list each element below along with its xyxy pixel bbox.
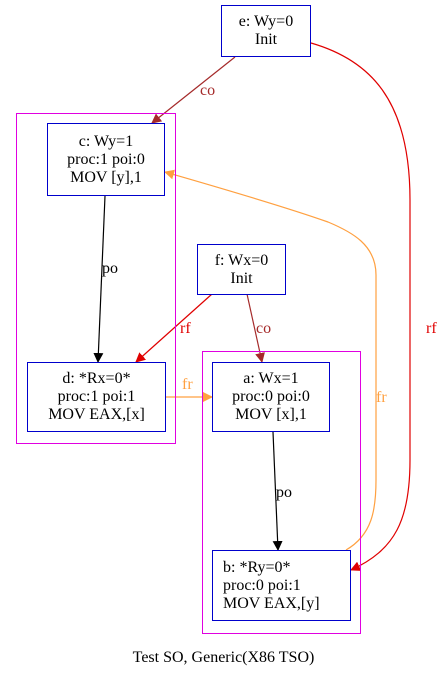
edge-label-f-d: rf xyxy=(180,320,191,337)
edge-label-a-b: po xyxy=(276,484,292,501)
node-a: a: Wx=1 proc:0 poi:0 MOV [x],1 xyxy=(212,362,330,432)
node-e: e: Wy=0 Init xyxy=(221,5,311,57)
node-c-line-3: MOV [y],1 xyxy=(70,168,142,186)
node-c: c: Wy=1 proc:1 poi:0 MOV [y],1 xyxy=(47,123,165,196)
cluster-proc-0 xyxy=(202,351,361,634)
edge-b-c-fr xyxy=(164,169,377,551)
edge-a-b-po xyxy=(272,431,283,551)
node-a-line-2: proc:0 poi:0 xyxy=(232,388,310,405)
edge-label-e-b: rf xyxy=(426,320,437,337)
edge-e-b-rf xyxy=(310,42,411,571)
node-c-line-1: c: Wy=1 xyxy=(78,132,134,150)
node-f-line-2: Init xyxy=(230,269,253,287)
node-d: d: *Rx=0* proc:1 poi:1 MOV EAX,[x] xyxy=(27,362,166,432)
edge-label-e-c: co xyxy=(200,82,215,99)
edge-f-a-co xyxy=(246,293,265,363)
node-e-line-1: e: Wy=0 xyxy=(238,13,294,30)
node-b-line-2: proc:0 poi:1 xyxy=(223,576,301,594)
node-b-line-1: b: *Ry=0* xyxy=(223,558,291,576)
node-d-line-1: d: *Rx=0* xyxy=(62,370,131,387)
edge-c-d-po xyxy=(93,195,106,363)
node-d-line-3: MOV EAX,[x] xyxy=(48,406,145,423)
node-b-line-3: MOV EAX,[y] xyxy=(223,594,320,612)
edge-e-c-co xyxy=(151,56,236,124)
node-b: b: *Ry=0* proc:0 poi:1 MOV EAX,[y] xyxy=(212,550,351,621)
edge-f-d-rf xyxy=(135,293,213,363)
diagram-caption: Test SO, Generic(X86 TSO) xyxy=(132,649,315,666)
edge-label-f-a: co xyxy=(256,320,271,337)
node-d-line-2: proc:1 poi:1 xyxy=(57,388,136,405)
node-a-line-3: MOV [x],1 xyxy=(235,406,307,423)
edge-label-b-c: fr xyxy=(376,389,387,406)
node-f: f: Wx=0 Init xyxy=(197,244,286,295)
edge-label-c-d: po xyxy=(102,260,118,277)
node-e-line-2: Init xyxy=(254,31,278,48)
cluster-proc-1 xyxy=(16,113,176,444)
node-f-line-1: f: Wx=0 xyxy=(214,251,269,269)
node-a-line-1: a: Wx=1 xyxy=(243,370,299,387)
edge-label-d-a: fr xyxy=(182,376,193,393)
node-c-line-2: proc:1 poi:0 xyxy=(67,150,145,168)
